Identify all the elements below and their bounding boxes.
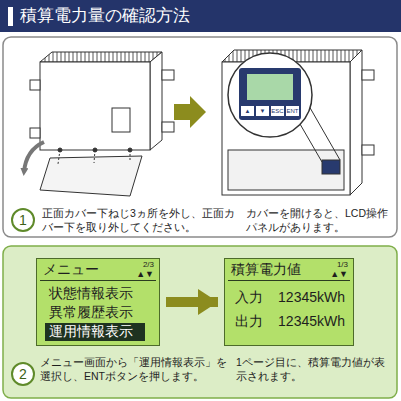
lcd-screen bbox=[247, 74, 293, 100]
zoom-circle bbox=[228, 53, 312, 137]
device-top bbox=[40, 52, 162, 62]
device-open bbox=[222, 50, 374, 195]
step-note: メニュー画面から「運用情報表示」を選択し、ENTボタンを押します。 bbox=[40, 355, 228, 383]
device-cover-removal bbox=[24, 52, 174, 196]
screen-text: 出力 bbox=[235, 313, 263, 330]
header-rule bbox=[40, 280, 156, 281]
bracket bbox=[30, 80, 40, 90]
bracket bbox=[162, 70, 174, 80]
screen-text: 異常履歴表示 bbox=[49, 304, 133, 321]
page-title: 積算電力量の確認方法 bbox=[20, 0, 190, 32]
header-rule bbox=[228, 280, 350, 281]
step-arrow bbox=[174, 96, 206, 128]
screen-text: 1/3 bbox=[337, 260, 348, 270]
nameplate bbox=[112, 108, 130, 132]
step-arrow bbox=[166, 297, 218, 307]
panel-button bbox=[256, 106, 269, 116]
lcd-panel-small bbox=[322, 160, 340, 174]
step-note: 正面カバー下ねじ3ヵ所を外し、正面カバー下を取り外してください。 bbox=[42, 206, 238, 234]
step-panel bbox=[3, 37, 397, 237]
step-number-text: 1 bbox=[19, 212, 27, 229]
screen-text: ▲▼ bbox=[330, 269, 348, 280]
bracket bbox=[162, 122, 174, 132]
step-note: 1ページ目に、積算電力値が表示されます。 bbox=[236, 355, 391, 383]
device-front bbox=[40, 62, 150, 150]
screen-text: 積算電力値 bbox=[231, 261, 301, 278]
step-panel bbox=[3, 246, 397, 398]
step-number: 1 bbox=[11, 208, 35, 232]
device-side bbox=[150, 52, 162, 150]
screen-text: 入力 bbox=[235, 289, 263, 306]
screen-text: メニュー bbox=[43, 261, 99, 278]
lcd-result-screen: 積算電力値 1/3▲▼ 入力 12345kWh 出力 12345kWh bbox=[224, 258, 354, 346]
screen-text: ▲▼ bbox=[136, 269, 154, 280]
bracket bbox=[362, 70, 374, 80]
button-label: ▼ bbox=[256, 106, 269, 116]
panel-button bbox=[241, 106, 254, 116]
screen-text: 12345kWh bbox=[278, 289, 345, 306]
device-side bbox=[350, 50, 362, 195]
bracket bbox=[362, 145, 374, 155]
removal-arrow bbox=[24, 142, 44, 172]
screen-text: 運用情報表示 bbox=[49, 323, 133, 340]
step-number-text: 2 bbox=[19, 366, 27, 383]
screw bbox=[93, 148, 97, 152]
step-number: 2 bbox=[11, 362, 35, 386]
button-label: ENT bbox=[286, 106, 299, 116]
panel-button bbox=[271, 106, 284, 116]
button-label: ▲ bbox=[241, 106, 254, 116]
bracket bbox=[30, 128, 40, 138]
title-bar bbox=[0, 0, 401, 32]
screen-text: 12345kWh bbox=[278, 313, 345, 330]
title-mark bbox=[8, 7, 13, 26]
lcd-operation-panel bbox=[239, 68, 301, 120]
panel-button bbox=[286, 106, 299, 116]
lower-section bbox=[228, 150, 344, 190]
step-note: カバーを開けると、LCD操作パネルがあります。 bbox=[246, 206, 391, 234]
leader-line bbox=[300, 124, 322, 162]
leader-line bbox=[309, 106, 340, 160]
screw bbox=[128, 148, 132, 152]
selected-menu-item: 運用情報表示 bbox=[45, 323, 145, 341]
button-label: ESC bbox=[271, 106, 284, 116]
front-cover bbox=[40, 156, 142, 196]
lcd-menu-screen: メニュー 2/3▲▼状態情報表示異常履歴表示運用情報表示 bbox=[36, 258, 160, 346]
screen-text: 状態情報表示 bbox=[49, 285, 133, 302]
screen-text: 2/3 bbox=[143, 260, 154, 270]
screw bbox=[58, 148, 62, 152]
